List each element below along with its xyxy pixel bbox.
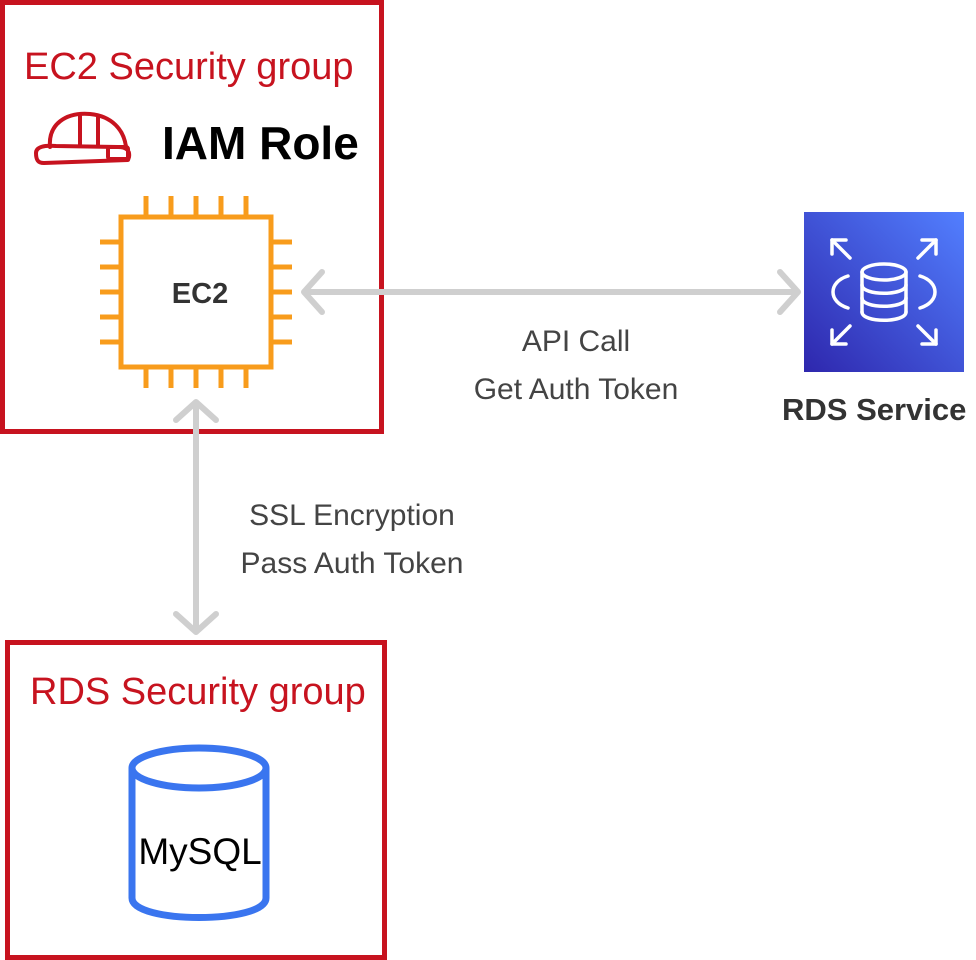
hard-hat-icon: [34, 111, 132, 165]
iam-role-label: IAM Role: [162, 117, 359, 169]
rds-security-group-box: [5, 640, 387, 960]
ssl-line1: SSL Encryption: [249, 499, 455, 532]
ec2-label: EC2: [172, 278, 228, 310]
ssl-encryption-label: SSL Encryption Pass Auth Token: [200, 492, 504, 588]
rds-service-icon: [804, 212, 964, 372]
ssl-line2: Pass Auth Token: [240, 547, 464, 580]
api-call-arrow: [301, 269, 801, 315]
api-call-line1: API Call: [521, 325, 631, 358]
rds-security-group-title: RDS Security group: [30, 671, 366, 713]
mysql-label: MySQL: [138, 831, 261, 872]
database-cylinder-icon: [128, 744, 270, 921]
rds-service-label: RDS Service: [782, 392, 967, 427]
ec2-security-group-title: EC2 Security group: [24, 46, 354, 88]
ssl-arrow: [173, 399, 219, 635]
api-call-line2: Get Auth Token: [473, 373, 679, 406]
api-call-label: API Call Get Auth Token: [426, 318, 726, 414]
chip-icon: EC2: [100, 196, 292, 388]
ec2-security-group-box: [0, 0, 384, 434]
